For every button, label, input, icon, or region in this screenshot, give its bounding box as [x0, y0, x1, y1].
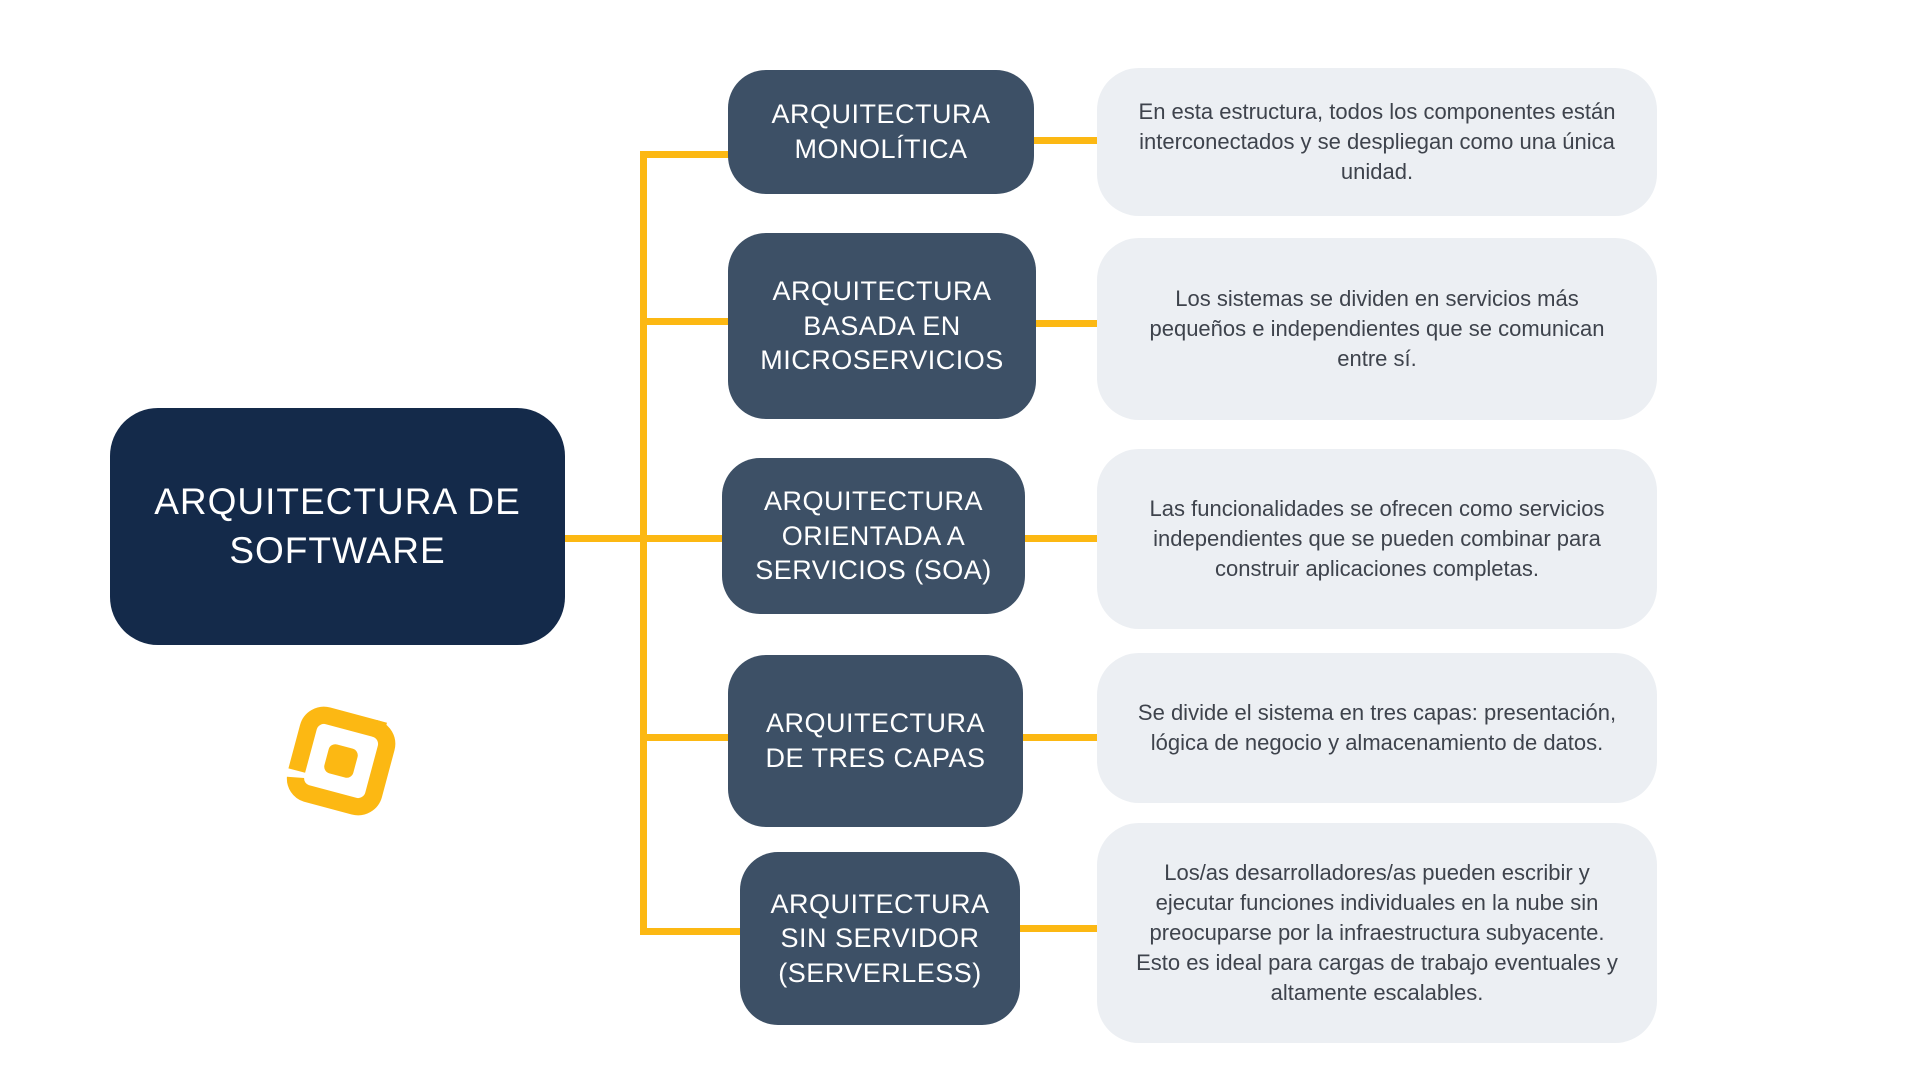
description-arquitectura-tres-capas: Se divide el sistema en tres capas: pres…	[1097, 653, 1657, 803]
connector-branch-4-left	[640, 734, 730, 741]
connector-branch-1-right	[1028, 137, 1100, 144]
brand-logo-icon	[272, 692, 410, 830]
description-text: Las funcionalidades se ofrecen como serv…	[1149, 496, 1605, 581]
node-arquitectura-tres-capas: ARQUITECTURA DE TRES CAPAS	[728, 655, 1023, 827]
connector-branch-2-left	[640, 318, 730, 325]
description-text: Se divide el sistema en tres capas: pres…	[1137, 700, 1617, 755]
connector-branch-4-right	[1018, 734, 1100, 741]
connector-branch-5-right	[1015, 925, 1100, 932]
root-title: ARQUITECTURA DE SOFTWARE	[154, 481, 521, 571]
node-label: ARQUITECTURA MONOLÍTICA	[771, 99, 991, 164]
description-text: Los/as desarrolladores/as pueden escribi…	[1136, 860, 1618, 1005]
description-arquitectura-serverless: Los/as desarrolladores/as pueden escribi…	[1097, 823, 1657, 1043]
connector-branch-1-left	[640, 151, 730, 158]
connector-root-to-trunk	[560, 535, 728, 542]
description-arquitectura-microservicios: Los sistemas se dividen en servicios más…	[1097, 238, 1657, 420]
node-arquitectura-monolitica: ARQUITECTURA MONOLÍTICA	[728, 70, 1034, 194]
connector-branch-2-right	[1030, 320, 1100, 327]
description-arquitectura-soa: Las funcionalidades se ofrecen como serv…	[1097, 449, 1657, 629]
description-arquitectura-monolitica: En esta estructura, todos los componente…	[1097, 68, 1657, 216]
node-arquitectura-microservicios: ARQUITECTURA BASADA EN MICROSERVICIOS	[728, 233, 1036, 419]
connector-trunk	[640, 151, 647, 935]
node-arquitectura-serverless: ARQUITECTURA SIN SERVIDOR (SERVERLESS)	[740, 852, 1020, 1025]
root-node-arquitectura-de-software: ARQUITECTURA DE SOFTWARE	[110, 408, 565, 645]
connector-branch-5-left	[640, 928, 744, 935]
description-text: Los sistemas se dividen en servicios más…	[1149, 286, 1605, 371]
node-label: ARQUITECTURA ORIENTADA A SERVICIOS (SOA)	[755, 486, 992, 586]
description-text: En esta estructura, todos los componente…	[1138, 99, 1616, 184]
node-label: ARQUITECTURA BASADA EN MICROSERVICIOS	[760, 276, 1004, 376]
node-label: ARQUITECTURA SIN SERVIDOR (SERVERLESS)	[770, 888, 990, 988]
node-arquitectura-soa: ARQUITECTURA ORIENTADA A SERVICIOS (SOA)	[722, 458, 1025, 614]
node-label: ARQUITECTURA DE TRES CAPAS	[765, 708, 986, 773]
connector-branch-3-right	[1020, 535, 1100, 542]
